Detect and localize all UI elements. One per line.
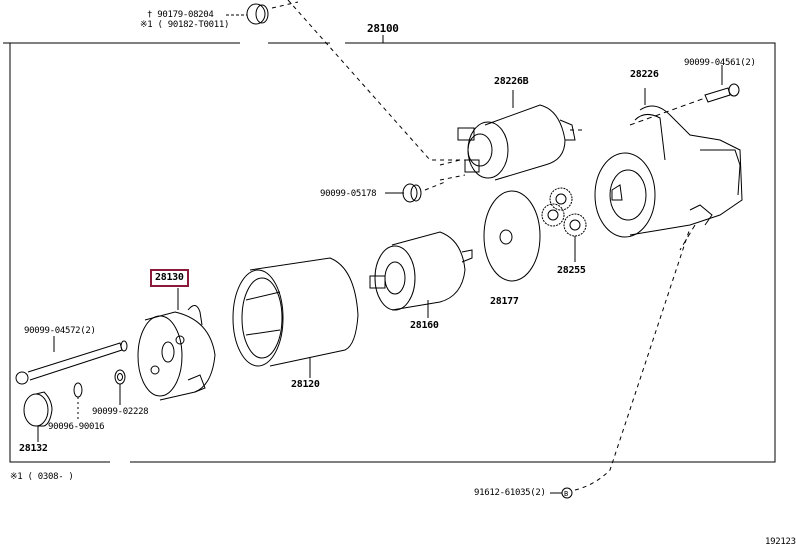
part-label-90099-04572[interactable]: 90099-04572(2) [24, 326, 96, 336]
starter-housing-28226 [594, 88, 743, 251]
part-label-28255[interactable]: 28255 [557, 265, 586, 276]
part-label-28130-highlighted[interactable]: 28130 [150, 269, 189, 287]
yoke-28120 [232, 257, 359, 378]
part-label-28177[interactable]: 28177 [490, 296, 519, 307]
assembly-line-top [287, 0, 470, 161]
cap-28132 [23, 391, 53, 442]
part-label-28120[interactable]: 28120 [291, 379, 320, 390]
plate-28177 [483, 190, 541, 282]
footnote: ※1 ( 0308- ) [10, 472, 74, 482]
armature-28160 [369, 231, 473, 318]
part-label-90096-90016[interactable]: 90096-90016 [48, 422, 105, 432]
brush-holder-28130 [137, 288, 216, 401]
part-label-90099-04561[interactable]: 90099-04561(2) [684, 58, 756, 68]
part-label-91612-61035[interactable]: 91612-61035(2) [474, 488, 546, 498]
part-label-28100[interactable]: 28100 [367, 22, 399, 35]
part-label-90099-05178[interactable]: 90099-05178 [320, 189, 377, 199]
callout-b-91612 [550, 227, 691, 499]
bushing-90179 [226, 1, 299, 25]
part-label-28160[interactable]: 28160 [410, 320, 439, 331]
part-label-90099-02228[interactable]: 90099-02228 [92, 407, 149, 417]
part-label-90182-t0011[interactable]: ※1 ( 90182-T0011) [140, 20, 230, 30]
part-label-28226b[interactable]: 28226B [494, 76, 529, 87]
plug-90099-05178 [385, 181, 446, 203]
part-label-28132[interactable]: 28132 [19, 443, 48, 454]
callout-b-letter: B [564, 490, 568, 498]
bolt-90099-04572 [15, 336, 128, 385]
bolt-90099-04561 [629, 65, 740, 126]
washer-90096-90016 [73, 382, 83, 420]
part-label-90179-08204[interactable]: † 90179-08204 [147, 10, 214, 20]
solenoid-28226b [439, 90, 585, 181]
washer-90099-02228 [114, 369, 126, 405]
assembly-frame [3, 42, 776, 463]
figure-id: 192123 [765, 537, 796, 547]
planetary-gears-28255 [541, 187, 587, 262]
part-label-28226[interactable]: 28226 [630, 69, 659, 80]
